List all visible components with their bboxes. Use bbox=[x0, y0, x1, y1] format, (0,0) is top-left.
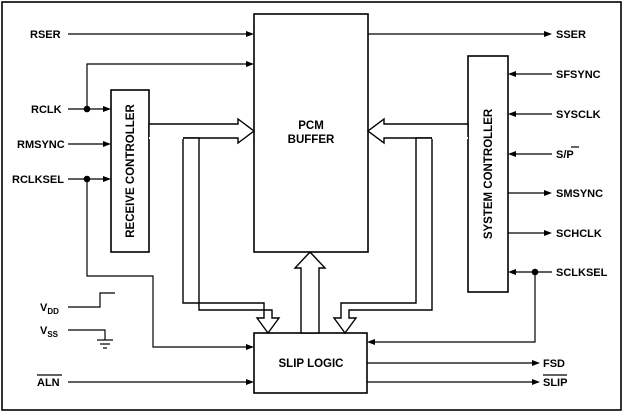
system-to-slip-bus-arrow bbox=[332, 137, 468, 335]
sfsync-arrowhead bbox=[508, 71, 516, 77]
receive-to-pcm-bus-arrow bbox=[148, 117, 256, 145]
sser-label: SSER bbox=[556, 29, 586, 41]
receive-to-slip-bus-arrow bbox=[149, 137, 281, 335]
vss-label: VSS bbox=[40, 325, 59, 339]
vdd-label: VDD bbox=[40, 302, 59, 316]
pcm-buffer-label-line2: BUFFER bbox=[288, 134, 335, 146]
system-controller-label: SYSTEM CONTROLLER bbox=[483, 108, 495, 239]
aln-arrowhead bbox=[246, 379, 254, 385]
rclksel-to-slip-wire bbox=[86, 179, 248, 348]
receive-controller-block bbox=[110, 89, 150, 253]
slip-label: SLIP bbox=[543, 377, 567, 389]
slip-logic-label: SLIP LOGIC bbox=[279, 358, 344, 370]
sp-label: S/P bbox=[556, 149, 574, 161]
slip-arrowhead bbox=[532, 379, 540, 385]
system-controller-block bbox=[467, 55, 509, 293]
sclksel-arrowhead bbox=[508, 269, 516, 275]
rclk-to-pcm-arrowhead bbox=[246, 61, 254, 67]
slip-to-pcm-bus-arrow bbox=[293, 250, 327, 334]
sp-arrowhead bbox=[508, 151, 516, 157]
rmsync-label: RMSYNC bbox=[17, 139, 65, 151]
smsync-arrowhead bbox=[544, 190, 552, 196]
rser-arrowhead bbox=[246, 31, 254, 37]
pcm-buffer-block bbox=[253, 13, 369, 253]
rclk-label: RCLK bbox=[31, 104, 62, 116]
fsd-label: FSD bbox=[543, 358, 565, 370]
receive-controller-label: RECEIVE CONTROLLER bbox=[125, 104, 137, 238]
rclksel-label: RCLKSEL bbox=[12, 174, 64, 186]
rclksel-arrowhead bbox=[103, 176, 111, 182]
fsd-arrowhead bbox=[532, 360, 540, 366]
pcm-buffer-label-line1: PCM bbox=[298, 120, 324, 132]
rclk-arrowhead bbox=[103, 106, 111, 112]
sfsync-label: SFSYNC bbox=[556, 69, 601, 81]
sysclk-arrowhead bbox=[508, 111, 516, 117]
vss-wire bbox=[68, 329, 106, 340]
smsync-label: SMSYNC bbox=[556, 188, 603, 200]
rmsync-arrowhead bbox=[103, 141, 111, 147]
sclksel-to-slip-wire bbox=[373, 272, 536, 343]
sclksel-to-slip-arrowhead bbox=[367, 339, 375, 345]
vdd-wire bbox=[68, 292, 115, 308]
schclk-label: SCHCLK bbox=[556, 228, 602, 240]
aln-label: ALN bbox=[37, 377, 60, 389]
schclk-arrowhead bbox=[544, 230, 552, 236]
rclk-to-pcm-wire bbox=[86, 63, 248, 109]
sser-arrowhead bbox=[544, 31, 552, 37]
sclksel-label: SCLKSEL bbox=[556, 267, 608, 279]
rclksel-to-slip-arrowhead bbox=[246, 344, 254, 350]
sysclk-label: SYSCLK bbox=[556, 109, 601, 121]
rser-label: RSER bbox=[30, 29, 61, 41]
